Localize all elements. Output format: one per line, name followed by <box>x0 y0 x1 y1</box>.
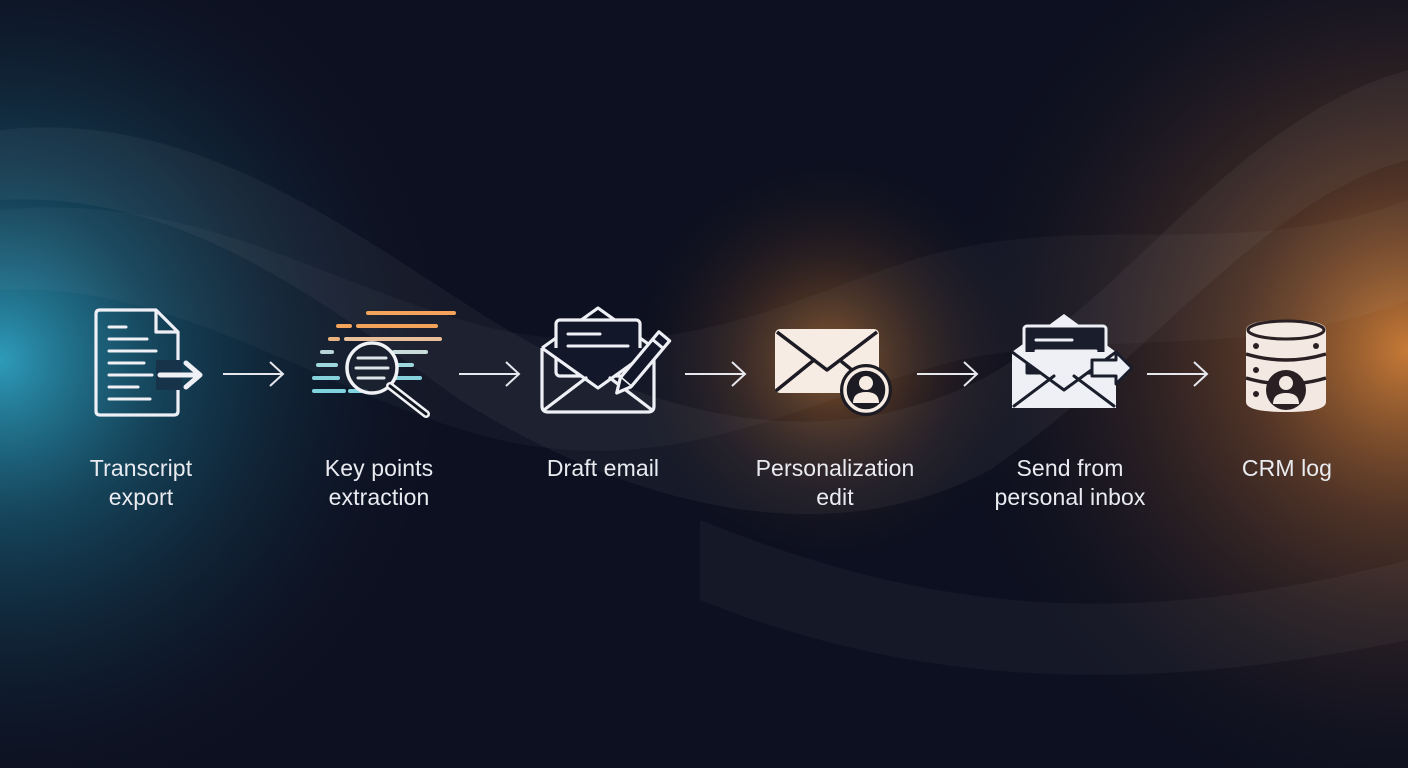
step-label-transcript-export: Transcript export <box>31 454 251 512</box>
label-line: Key points <box>324 455 434 481</box>
label-line: Send from <box>1016 455 1124 481</box>
step-label-draft-email: Draft email <box>493 454 713 483</box>
step-label-personalization-edit: Personalization edit <box>725 454 945 512</box>
personalized-envelope-icon <box>775 329 892 416</box>
label-line: edit <box>816 484 854 510</box>
step-label-crm-log: CRM log <box>1177 454 1397 483</box>
arrow-icon <box>917 361 979 387</box>
label-line: export <box>108 484 174 510</box>
label-line: Personalization <box>755 455 915 481</box>
arrow-icon <box>459 361 521 387</box>
label-line: Draft email <box>546 455 660 481</box>
label-line: extraction <box>328 484 430 510</box>
step-label-send-from-personal-inbox: Send from personal inbox <box>960 454 1180 512</box>
key-points-search-icon <box>312 311 456 418</box>
draft-email-icon <box>540 306 672 414</box>
label-line: Transcript <box>89 455 193 481</box>
arrow-icon <box>223 361 285 387</box>
arrow-icon <box>1147 361 1209 387</box>
label-line: personal inbox <box>994 484 1146 510</box>
step-label-key-points-extraction: Key points extraction <box>269 454 489 512</box>
label-line: CRM log <box>1241 455 1333 481</box>
transcript-export-icon <box>94 308 203 417</box>
arrow-icon <box>685 361 747 387</box>
crm-database-icon <box>1245 319 1327 412</box>
send-envelope-icon <box>1011 314 1134 408</box>
